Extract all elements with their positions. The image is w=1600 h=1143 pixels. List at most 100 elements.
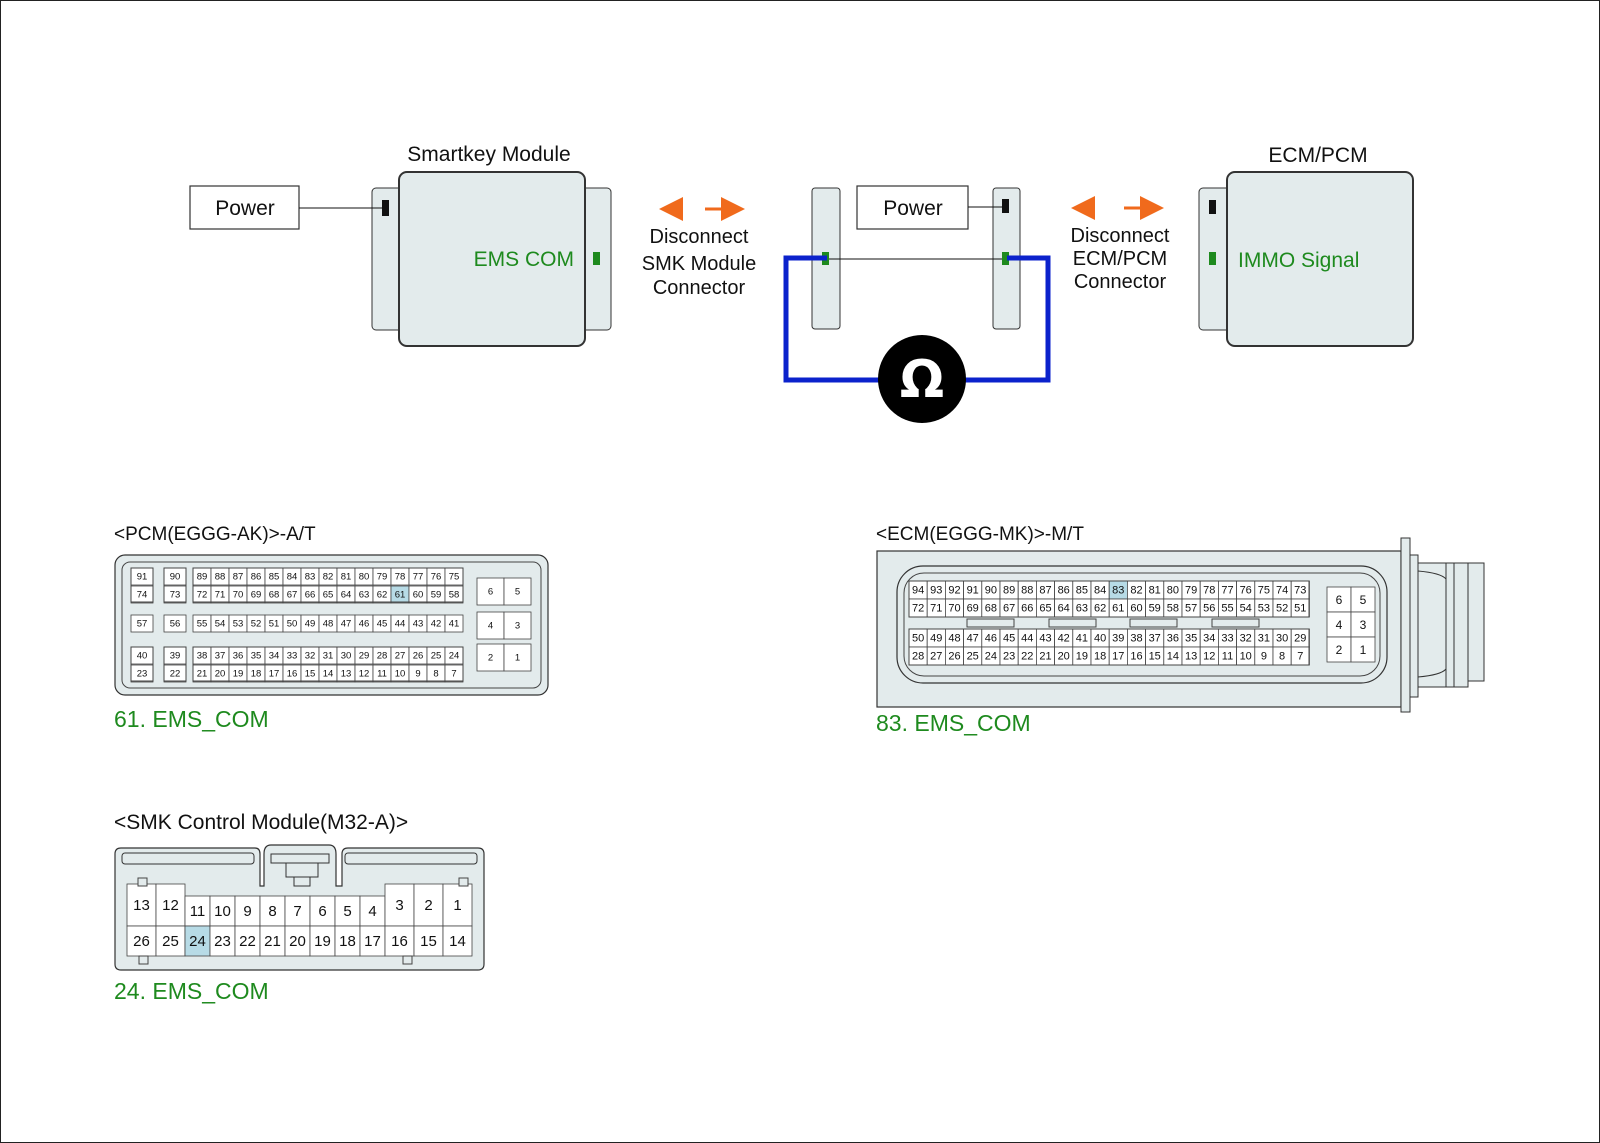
pin-label-12: 12 [1203,651,1215,663]
pin-label-5: 5 [343,903,351,920]
pin-cell-3 [1350,611,1376,638]
pin-label-79: 79 [1185,585,1197,597]
pin-label-45: 45 [377,619,388,630]
pin-cell-6 [476,577,505,606]
pin-label-72: 72 [197,590,208,601]
pin-label-1: 1 [453,897,461,914]
pin-label-54: 54 [1240,603,1252,615]
pin-label-31: 31 [323,651,334,662]
pin-label-48: 48 [948,633,960,645]
pin-label-42: 42 [431,619,442,630]
pin-label-66: 66 [305,590,316,601]
pin-label-2: 2 [1336,643,1343,657]
pin-label-81: 81 [1149,585,1161,597]
pin-label-19: 19 [314,933,331,950]
pin-label-44: 44 [395,619,406,630]
pin-label-20: 20 [289,933,306,950]
disconnect-left-line1: Disconnect [650,226,749,248]
pin-label-61: 61 [395,590,406,601]
pin-label-4: 4 [1336,618,1343,632]
pin-label-49: 49 [305,619,316,630]
ecm-caption: 83. EMS_COM [876,710,1031,736]
pin-label-40: 40 [1094,633,1106,645]
pin-label-3: 3 [1360,618,1367,632]
pin-label-32: 32 [305,651,316,662]
ecm-key-slot [1211,618,1260,628]
pin-label-22: 22 [239,933,256,950]
pin-label-58: 58 [449,590,460,601]
pin-label-50: 50 [912,633,924,645]
pin-label-60: 60 [413,590,424,601]
pin-label-17: 17 [269,669,280,680]
pin-label-46: 46 [985,633,997,645]
pin-label-77: 77 [1221,585,1233,597]
pin-label-51: 51 [269,619,280,630]
pin-label-26: 26 [948,651,960,663]
pin-frame [192,567,464,603]
pin-label-25: 25 [162,933,179,950]
pin-label-78: 78 [1203,585,1215,597]
pin-cell-14 [442,925,473,957]
pin-label-35: 35 [251,651,262,662]
pin-label-24: 24 [985,651,997,663]
pin-label-48: 48 [323,619,334,630]
pin-label-3: 3 [515,621,520,632]
pin-label-66: 66 [1021,603,1033,615]
disconnect-right-line3: Connector [1074,271,1167,293]
immo-signal-label: IMMO Signal [1238,249,1359,272]
pin-label-84: 84 [287,572,298,583]
pin-label-76: 76 [1240,585,1252,597]
pin-label-71: 71 [215,590,226,601]
pin-label-46: 46 [359,619,370,630]
pin-label-61: 61 [1112,603,1124,615]
power-mid-label: Power [883,197,943,220]
pin-label-10: 10 [395,669,406,680]
pin-label-18: 18 [339,933,356,950]
pin-label-54: 54 [215,619,226,630]
pin-label-15: 15 [420,933,437,950]
pin-label-67: 67 [1003,603,1015,615]
pin-label-29: 29 [1294,633,1306,645]
pin-label-89: 89 [1003,585,1015,597]
smk-latch-tab [458,877,469,887]
pin-label-26: 26 [133,933,150,950]
pin-cell-2 [1326,636,1352,663]
meter-lead-right [963,255,1051,383]
pin-cell-21 [259,925,286,957]
pin-label-87: 87 [1039,585,1051,597]
pin-label-33: 33 [287,651,298,662]
pin-label-47: 47 [967,633,979,645]
immo-signal-pin [1209,252,1216,265]
pin-label-70: 70 [948,603,960,615]
pin-label-22: 22 [1021,651,1033,663]
pin-cell-5 [1350,586,1376,613]
pin-label-20: 20 [1058,651,1070,663]
pin-frame [908,628,1310,666]
pin-label-16: 16 [1130,651,1142,663]
pin-label-16: 16 [391,933,408,950]
pin-label-24: 24 [449,651,460,662]
pin-label-65: 65 [1039,603,1051,615]
disconnect-left-line2: SMK Module [642,253,757,275]
pin-label-6: 6 [318,903,326,920]
pin-label-71: 71 [930,603,942,615]
pin-label-53: 53 [233,619,244,630]
pin-frame [908,580,1310,618]
pin-label-1: 1 [515,653,520,664]
pin-label-26: 26 [413,651,424,662]
pin-label-32: 32 [1240,633,1252,645]
ecm-key-slot [966,618,1015,628]
pin-label-38: 38 [1130,633,1142,645]
pin-label-23: 23 [137,669,148,680]
pin-label-75: 75 [449,572,460,583]
pin-label-88: 88 [215,572,226,583]
pin-label-80: 80 [1167,585,1179,597]
pin-label-25: 25 [967,651,979,663]
pin-label-14: 14 [1167,651,1179,663]
ems-com-label: EMS COM [474,248,574,271]
pin-label-78: 78 [395,572,406,583]
pin-cell-15 [413,925,444,957]
pin-label-7: 7 [1297,651,1303,663]
ohmmeter: Ω [878,335,966,423]
pin-label-56: 56 [1203,603,1215,615]
